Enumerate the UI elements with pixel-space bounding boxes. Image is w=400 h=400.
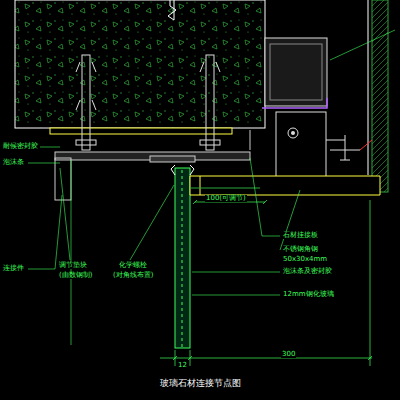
callout-label: 50x30x4mm — [282, 256, 328, 263]
callout-label: (对角线布置) — [112, 272, 154, 279]
callout-label: 耐候密封胶 — [2, 143, 39, 150]
callout-label: 连接件 — [2, 265, 25, 272]
callout-label: 化学螺栓 — [118, 262, 148, 269]
callout-label: 泡沫条 — [2, 159, 25, 166]
callout-label: 石材挂接板 — [282, 232, 319, 239]
callout-label: (由数钢制) — [58, 272, 93, 279]
callout-label: 12 — [177, 362, 188, 369]
callout-label: 100(可调节) — [205, 195, 247, 202]
callout-label: 泡沫条及密封胶 — [282, 268, 333, 275]
callout-label: 300 — [281, 351, 296, 358]
callout-label: 不锈钢角钢 — [282, 246, 319, 253]
callout-label: 12mm钢化玻璃 — [282, 291, 335, 298]
callout-label: 调节垫块 — [58, 262, 88, 269]
drawing-caption: 玻璃石材连接节点图 — [160, 379, 241, 388]
